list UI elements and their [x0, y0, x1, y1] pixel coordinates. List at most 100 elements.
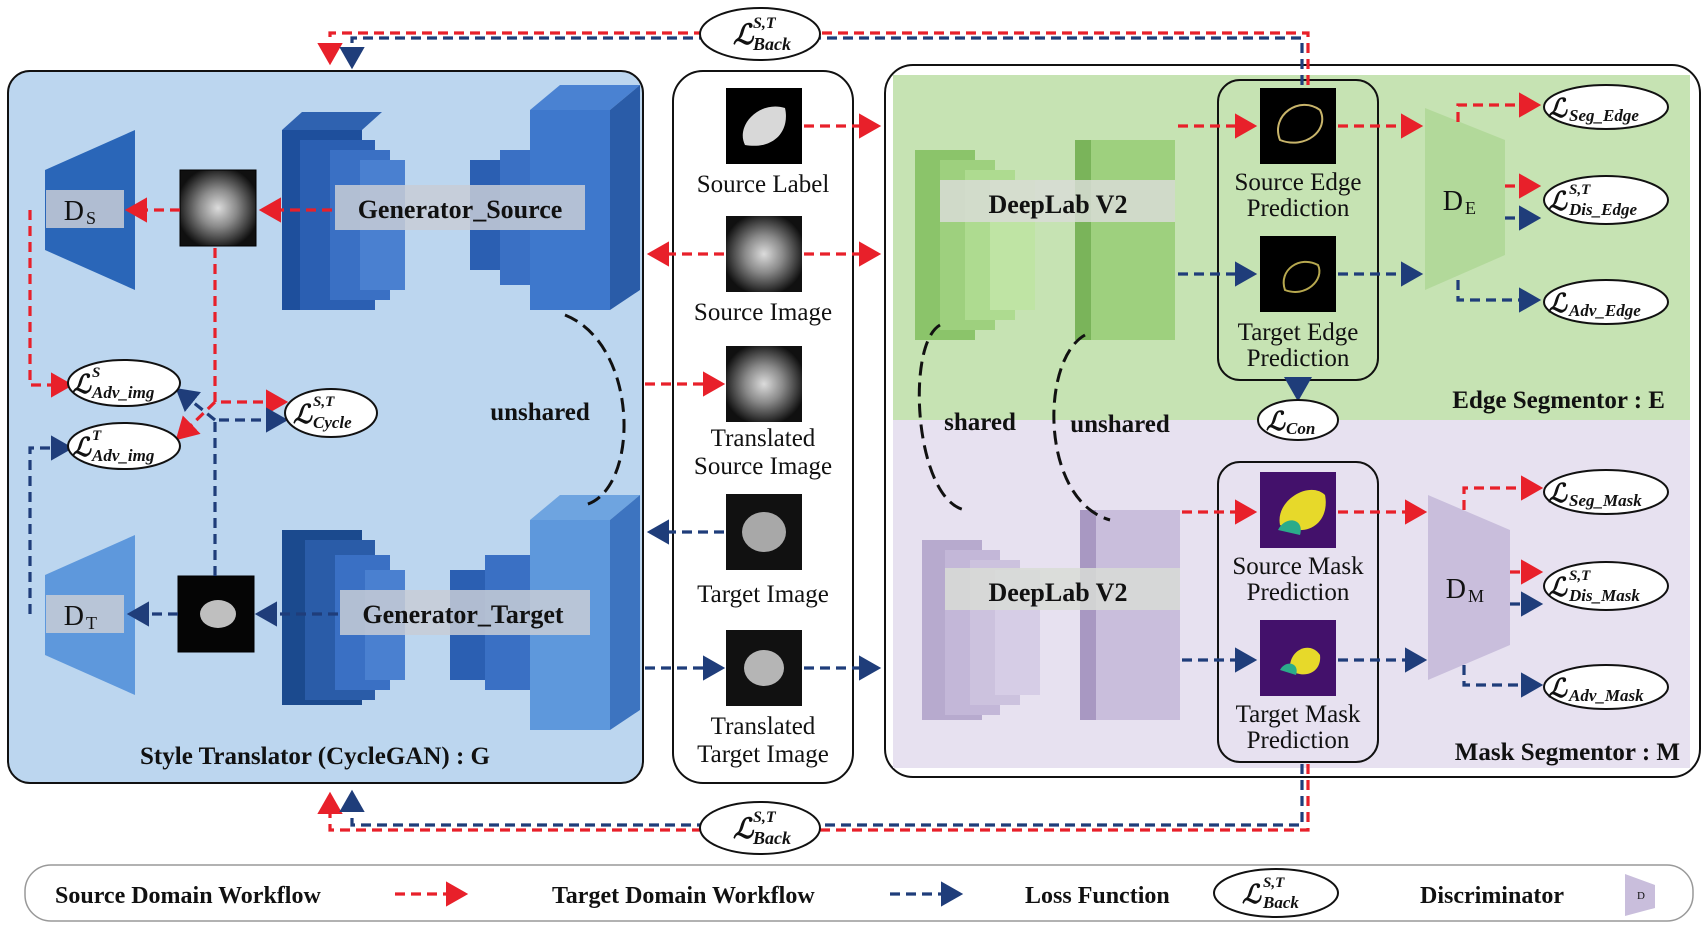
loss-dis-mask: ℒ S,T Dis_Mask [1543, 561, 1669, 611]
legend-disc-icon-label: D [1637, 890, 1645, 902]
loss-back-top: ℒ S,T Back [699, 7, 821, 61]
target-edge-image [1260, 236, 1336, 312]
loss-back-top-sup: S,T [753, 15, 777, 32]
loss-dis-mask-symbol: ℒ [1548, 573, 1568, 602]
ds-main-label: D [64, 196, 84, 227]
unshared-translator-curve [564, 313, 626, 507]
source-edge-image [1260, 88, 1336, 164]
source-image [726, 216, 802, 292]
style-translator-title: Style Translator (CycleGAN) : G [140, 743, 490, 770]
loss-dis-edge-sup: S,T [1569, 182, 1591, 198]
deeplab-mask-label: DeepLab V2 [989, 578, 1128, 607]
loss-adv-edge-symbol: ℒ [1548, 289, 1568, 318]
generator-source-block: Generator_Source [282, 85, 640, 310]
deeplab-edge-label: DeepLab V2 [989, 190, 1128, 219]
mask-prediction-box [1217, 461, 1379, 763]
loss-dis-mask-sub: Dis_Mask [1568, 586, 1640, 605]
loss-adv-edge-sub: Adv_Edge [1568, 301, 1641, 320]
loss-cycle-symbol: ℒ [293, 400, 313, 429]
loss-seg-edge: ℒ Seg_Edge [1543, 84, 1669, 130]
source-label-shape [742, 106, 786, 146]
loss-back-bottom-symbol: ℒ [733, 814, 755, 845]
unshared-seg-label: unshared [1070, 411, 1170, 438]
translated-target-text-1: Translated [711, 713, 816, 740]
edge-segmentor-title: Edge Segmentor : E [1452, 387, 1665, 414]
legend-source-text: Source Domain Workflow [55, 883, 321, 909]
source-mask-shape [1279, 489, 1326, 531]
shared-label: shared [944, 409, 1016, 436]
dm-main-label: D [1446, 574, 1466, 605]
translated-target-heart [744, 650, 784, 686]
loss-adv-mask: ℒ Adv_Mask [1543, 664, 1669, 710]
source-label-text: Source Label [697, 171, 830, 198]
unshared-seg-curve [1052, 333, 1111, 522]
source-mask-text-1: Source Mask [1232, 553, 1364, 580]
dm-sub-label: M [1468, 586, 1484, 606]
loss-cycle-sup: S,T [313, 394, 335, 410]
legend-loss-sub: Back [1262, 893, 1299, 912]
loss-back-bottom-sup: S,T [753, 809, 777, 826]
image-column [672, 70, 854, 784]
de-sub-label: E [1465, 198, 1476, 218]
loss-adv-img-t-sub: Adv_img [91, 446, 155, 465]
loss-dis-mask-sup: S,T [1569, 568, 1591, 584]
flow-arrows [28, 31, 1544, 832]
loss-adv-img-t: ℒ T Adv_img [67, 422, 181, 470]
target-image-text: Target Image [697, 581, 829, 608]
loss-seg-mask-symbol: ℒ [1548, 479, 1568, 508]
loss-cycle: ℒ S,T Cycle [284, 388, 378, 438]
source-edge-text-1: Source Edge [1234, 169, 1361, 196]
loss-dis-edge-sub: Dis_Edge [1568, 200, 1637, 219]
target-image-heart [742, 512, 786, 552]
discriminator-dm: D M [1428, 495, 1510, 680]
source-image-text: Source Image [694, 299, 832, 326]
deeplab-mask-block: DeepLab V2 [922, 510, 1180, 720]
target-edge-text-1: Target Edge [1238, 319, 1359, 346]
loss-seg-mask-sub: Seg_Mask [1569, 491, 1642, 510]
source-edge-contour [1277, 103, 1324, 144]
source-mask-text-2: Prediction [1247, 579, 1350, 606]
loss-adv-img-t-sup: T [92, 428, 102, 444]
loss-adv-edge: ℒ Adv_Edge [1543, 279, 1669, 325]
target-edge-contour [1282, 260, 1321, 293]
loss-con: ℒ Con [1257, 399, 1339, 441]
loss-adv-mask-symbol: ℒ [1548, 674, 1568, 703]
loss-back-top-symbol: ℒ [733, 20, 755, 51]
loss-adv-img-s-sub: Adv_img [91, 383, 155, 402]
loss-back-bottom-sub: Back [752, 828, 791, 848]
target-mask-text-1: Target Mask [1236, 701, 1361, 728]
target-mask-shape-2 [1280, 663, 1297, 675]
loss-con-symbol: ℒ [1266, 407, 1286, 436]
loss-adv-img-s-sup: S [92, 365, 100, 381]
loss-con-sub: Con [1286, 419, 1315, 438]
source-edge-text-2: Prediction [1247, 195, 1350, 222]
legend-disc-text: Discriminator [1420, 883, 1564, 909]
de-main-label: D [1443, 186, 1463, 217]
loss-adv-mask-sub: Adv_Mask [1568, 686, 1644, 705]
translated-target-text-2: Target Image [697, 741, 829, 768]
discriminator-dt: D T [45, 535, 135, 695]
loss-adv-img-t-symbol: ℒ [72, 433, 92, 462]
generator-target-label: Generator_Target [362, 600, 564, 629]
deeplab-edge-block: DeepLab V2 [915, 140, 1175, 340]
ds-sub-label: S [86, 208, 96, 228]
translated-source-thumb [179, 169, 257, 247]
translated-source-text-2: Source Image [694, 453, 832, 480]
target-mask-shape [1289, 647, 1321, 675]
discriminator-ds: D S [45, 130, 135, 290]
loss-seg-edge-symbol: ℒ [1548, 94, 1568, 123]
loss-seg-mask: ℒ Seg_Mask [1543, 469, 1669, 515]
legend-loss-bubble [1213, 868, 1339, 918]
translated-source-text-1: Translated [711, 425, 816, 452]
loss-back-top-sub: Back [752, 34, 791, 54]
loss-back-bottom: ℒ S,T Back [699, 801, 821, 855]
translated-target-heart [200, 600, 236, 628]
legend-loss-text: Loss Function [1025, 883, 1170, 909]
translated-source-image [726, 346, 802, 422]
legend: Source Domain Workflow Target Domain Wor… [24, 864, 1694, 922]
mask-segmentor-title: Mask Segmentor : M [1455, 739, 1680, 766]
dt-sub-label: T [86, 613, 97, 633]
legend-disc-icon [1625, 874, 1655, 916]
loss-seg-edge-sub: Seg_Edge [1569, 106, 1639, 125]
loss-adv-img-s: ℒ S Adv_img [67, 359, 181, 407]
